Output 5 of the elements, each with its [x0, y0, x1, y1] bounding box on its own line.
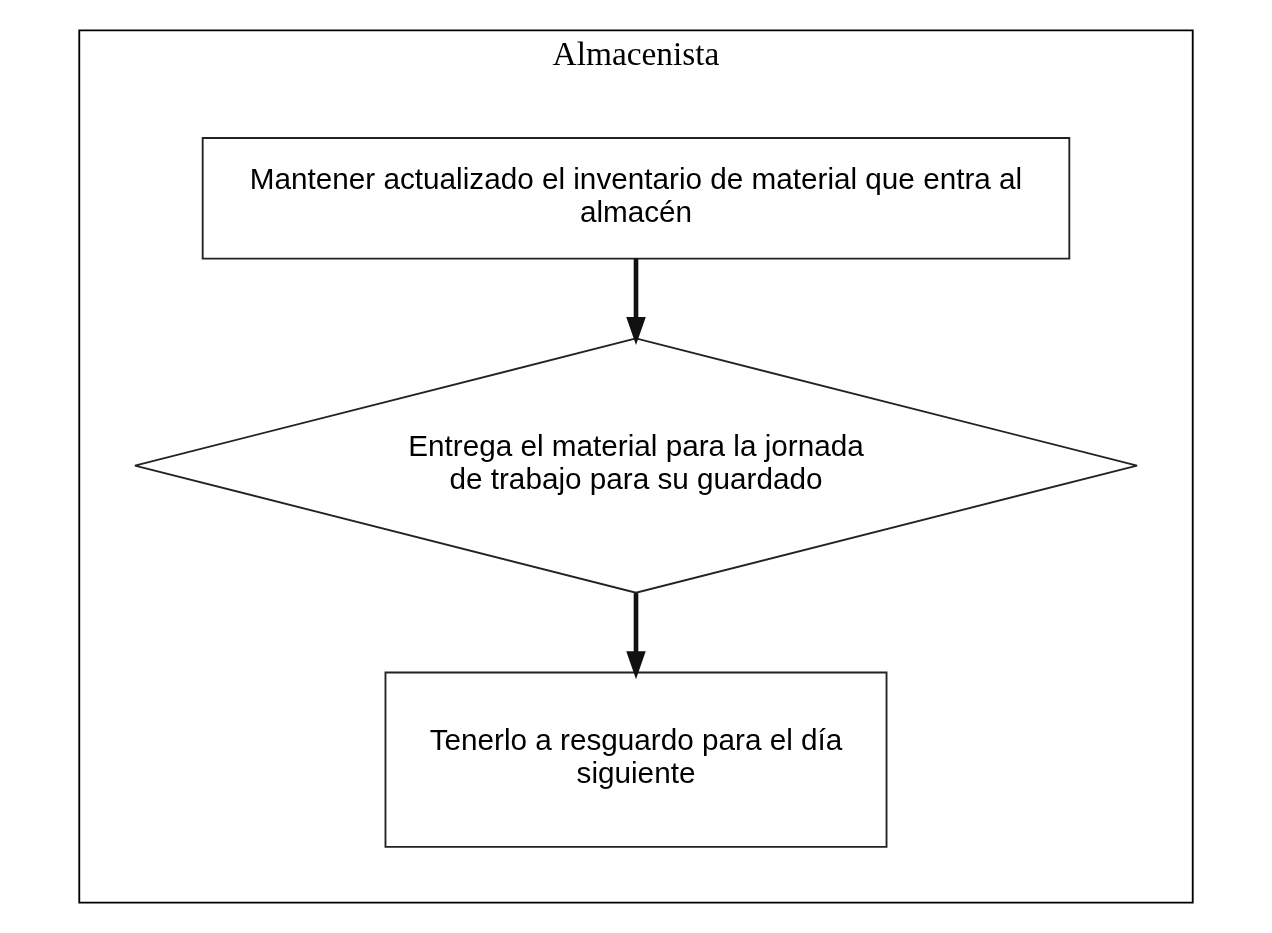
node-diamond: Entrega el material para la jornada de trabajo para su guardado — [134, 337, 1138, 594]
arrow — [626, 258, 646, 345]
node-box: Tenerlo a resguardo para el día siguiente — [384, 671, 888, 848]
node-box: Mantener actualizado el inventario de material que entra al almacén — [201, 137, 1071, 260]
arrow — [626, 593, 646, 680]
